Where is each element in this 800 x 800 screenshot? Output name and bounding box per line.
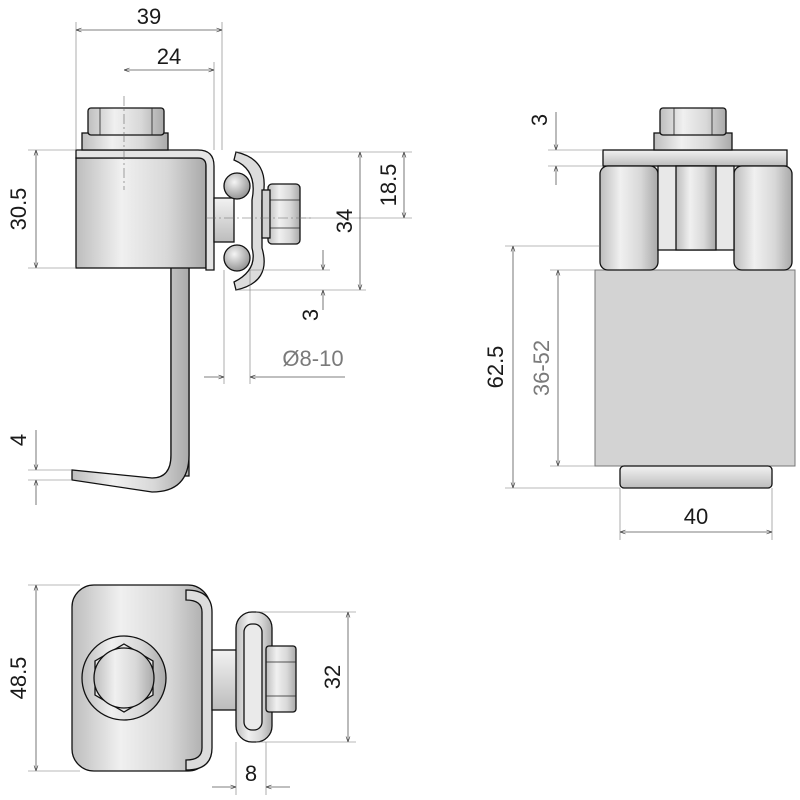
- bottom-bent-edge: [185, 589, 213, 771]
- dim-side-top: 3: [527, 114, 552, 126]
- front-dimensions: 39 24 30.5 18.5 34 3 Ø8-10: [6, 4, 412, 505]
- dim-bottom-offset: 8: [245, 761, 257, 786]
- dim-front-clamp-height: 18.5: [376, 164, 401, 207]
- dim-side-total: 62.5: [483, 346, 508, 389]
- front-nut-washer: [261, 189, 271, 239]
- front-top-plate: [75, 149, 215, 271]
- dim-front-height: 30.5: [6, 188, 31, 231]
- side-top-plate: [602, 149, 788, 167]
- side-insert: [594, 269, 796, 467]
- side-dimensions: 3 62.5 36-52 40: [483, 112, 773, 540]
- dim-bottom-height: 48.5: [6, 657, 31, 700]
- front-nut: [267, 183, 301, 245]
- dim-front-bolt-offset: 24: [157, 44, 181, 69]
- side-clamp-slot: [675, 165, 717, 251]
- dim-side-range: 36-52: [529, 340, 554, 396]
- front-bolt-head: [87, 107, 165, 136]
- front-foot: [71, 265, 190, 493]
- side-clamp-left: [599, 165, 659, 271]
- dim-bottom-nut: 32: [320, 665, 345, 689]
- bottom-jaw-inner: [243, 623, 263, 731]
- side-view: [594, 107, 796, 489]
- dim-front-gap: 3: [298, 309, 323, 321]
- dim-side-width: 40: [684, 504, 708, 529]
- bottom-dimensions: 48.5 32 8: [6, 584, 356, 795]
- side-bolt-head: [659, 107, 727, 136]
- bottom-bolt-inner: [93, 647, 155, 709]
- front-block: [75, 157, 207, 269]
- dim-front-diameter: Ø8-10: [282, 346, 343, 371]
- bottom-view: [71, 584, 297, 772]
- dim-front-clamp-total: 34: [332, 209, 357, 233]
- front-conductor-lower: [223, 244, 251, 272]
- bottom-shank: [211, 649, 239, 711]
- bottom-nut: [265, 645, 297, 713]
- side-lower-pad: [619, 465, 773, 489]
- front-conductor-upper: [223, 172, 251, 200]
- front-view: [71, 96, 312, 493]
- side-clamp-right: [733, 165, 793, 271]
- front-bolt-shank: [213, 197, 235, 243]
- dim-front-foot: 4: [6, 434, 31, 446]
- dim-front-width: 39: [137, 4, 161, 29]
